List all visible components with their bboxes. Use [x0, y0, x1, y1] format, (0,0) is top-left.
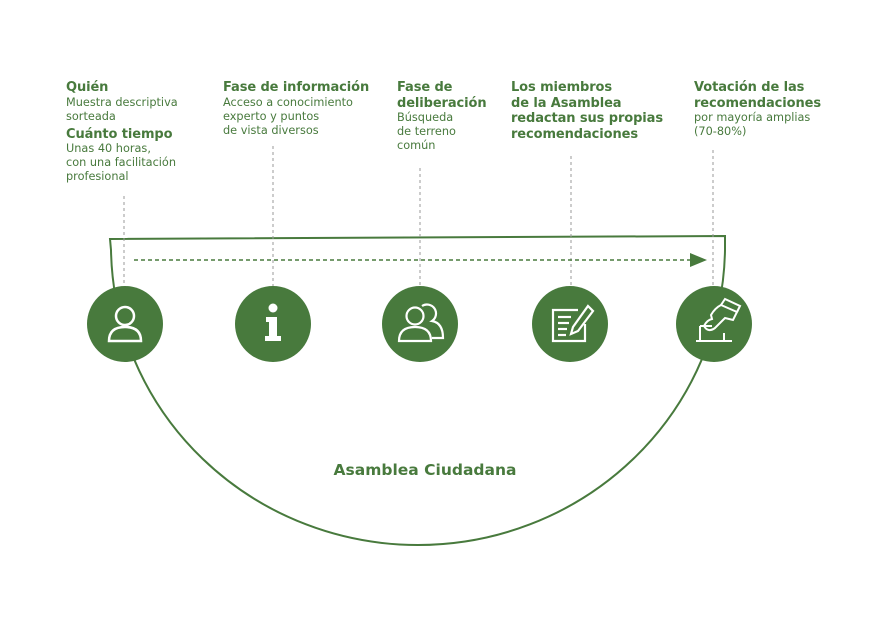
- info-icon: [265, 303, 281, 341]
- step-4-heading-line: recomendaciones: [511, 126, 638, 142]
- step-3-label: Fase de deliberación Búsqueda de terreno…: [397, 80, 487, 153]
- step-2-heading: Fase de información: [223, 80, 370, 95]
- step-1-heading-duration: Cuánto tiempo: [66, 126, 173, 142]
- step-4-heading-line: de la Asamblea: [511, 95, 622, 111]
- step-3-text-line: Búsqueda: [397, 111, 454, 124]
- step-5-node: [676, 286, 752, 362]
- step-2-text-line: Acceso a conocimiento: [223, 95, 353, 109]
- step-1-node: [87, 286, 163, 362]
- step-1-text-line: Unas 40 horas,: [66, 142, 151, 155]
- step-5-heading-line: Votación de las: [694, 80, 805, 95]
- ballot-vote-icon: [696, 297, 742, 342]
- step-1-label: Quién Muestra descriptiva sorteada Cuánt…: [66, 80, 178, 184]
- person-icon: [107, 305, 143, 343]
- step-3-node: [382, 286, 458, 362]
- step-1-text-line: con una facilitación: [66, 156, 177, 169]
- step-5-heading-line: recomendaciones: [694, 95, 821, 111]
- step-2-text-line: experto y puntos: [223, 109, 320, 123]
- step-1-text-line: Muestra descriptiva: [66, 95, 178, 109]
- step-4-label: Los miembros de la Asamblea redactan sus…: [511, 80, 663, 142]
- group-icon: [397, 303, 445, 343]
- assembly-title: Asamblea Ciudadana: [333, 461, 517, 479]
- step-3-text-line: común: [397, 139, 436, 152]
- timeline-arrow-head: [690, 253, 707, 267]
- step-1-text-line: profesional: [66, 170, 129, 183]
- step-3-heading-line: deliberación: [397, 95, 487, 111]
- guide-lines: [123, 146, 714, 286]
- edit-document-icon: [551, 304, 595, 343]
- step-2-text-line: de vista diversos: [223, 123, 319, 137]
- step-1-text-line: sorteada: [66, 109, 116, 123]
- step-3-heading-line: Fase de: [397, 80, 453, 95]
- step-1-heading-who: Quién: [66, 80, 109, 95]
- step-4-heading-line: redactan sus propias: [511, 111, 663, 126]
- step-2-label: Fase de información Acceso a conocimient…: [223, 80, 369, 138]
- step-5-label: Votación de las recomendaciones por mayo…: [694, 80, 821, 139]
- step-5-text-line: (70-80%): [694, 125, 747, 138]
- step-2-node: [235, 286, 311, 362]
- step-5-text-line: por mayoría amplias: [694, 111, 811, 124]
- assembly-container-outline: [108, 234, 726, 547]
- step-4-node: [532, 286, 608, 362]
- step-4-heading-line: Los miembros: [511, 80, 613, 95]
- step-3-text-line: de terreno: [397, 125, 456, 138]
